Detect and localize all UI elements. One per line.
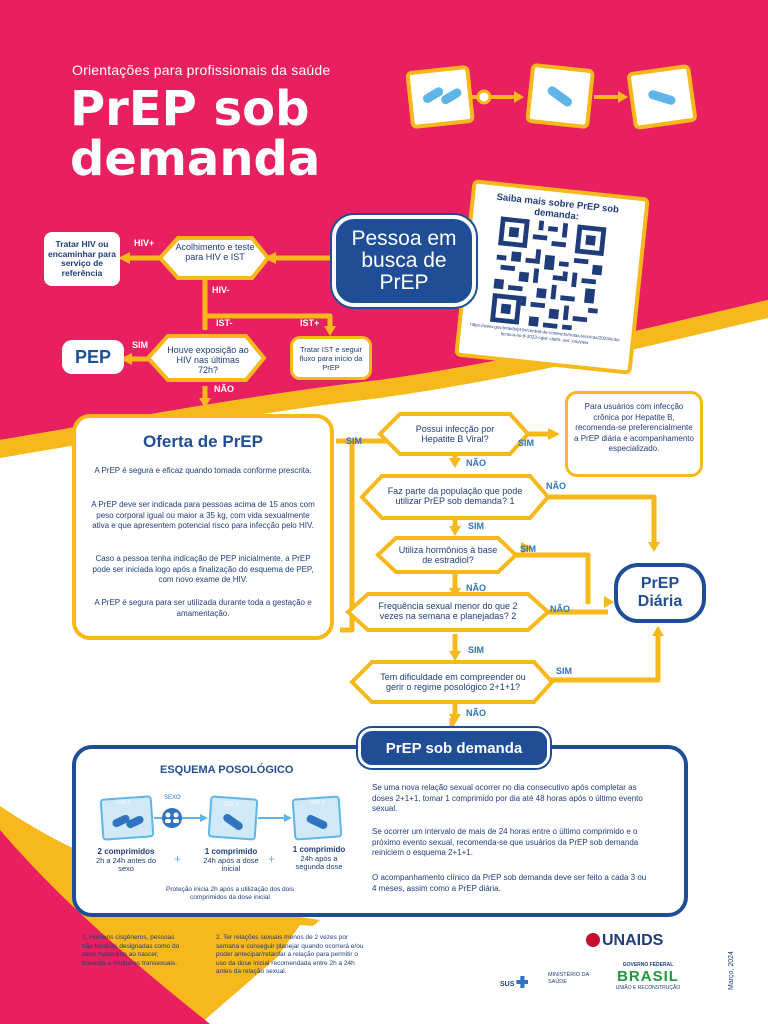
dose-1: 2 comprimidos 2h a 24h antes do sexo [92,847,160,874]
dose-3-amount: 1 comprimido [292,845,346,854]
dose-1-amount: 2 comprimidos [97,847,155,856]
hiv-pos-label: HIV+ [134,238,155,248]
footnote-1: 1. Homens cisgêneros, pessoas não binári… [82,934,180,967]
sus-text: SUS [500,981,515,988]
poster-subtitle: Orientações para profissionais da saúde [72,62,331,78]
gov-bottom: UNIÃO E RECONSTRUÇÃO [615,985,681,991]
footnote-2: 2. Ter relações sexuais menos de 2 vezes… [216,934,364,975]
hiv-neg-label: HIV- [212,285,230,295]
sus-logo: SUS [500,976,529,988]
hepatite-note-box: Para usuários com infecção crônica por H… [565,391,703,477]
ist-neg-label: IST- [216,318,233,328]
pill-card-icon [207,795,259,841]
qr-card[interactable]: Saiba mais sobre PrEP sob demanda: https… [454,179,650,375]
oferta-sim-label: SIM [346,436,363,446]
dificuldade-nao-label: NÃO [466,708,486,718]
unaids-logo: UNAIDS [586,932,663,950]
sus-cross-icon [516,976,529,988]
couple-icon [162,808,182,828]
sob-demanda-title: PrEP sob demanda [358,728,550,768]
pep-box: PEP [62,340,124,374]
dose-2-timing: 24h após a dose inicial [203,855,259,873]
tratar-hiv-box: Tratar HIV ou encaminhar para serviço de… [44,232,120,286]
hepatite-sim-label: SIM [518,438,535,448]
title-line-2: demanda [70,131,321,187]
governo-federal-logo: GOVERNO FEDERAL BRASIL UNIÃO E RECONSTRU… [606,962,690,991]
populacao-decision: Faz parte da população que pode utilizar… [387,486,523,506]
gov-top: GOVERNO FEDERAL [622,962,674,968]
exposicao-decision: Houve exposição ao HIV nas últimas 72h? [167,345,249,375]
pill-card-icon [99,795,155,841]
dose-2: 1 comprimido 24h após a dose inicial [198,847,264,874]
esquema-title: ESQUEMA POSOLÓGICO [160,764,294,776]
frequencia-sim-label: SIM [468,645,485,655]
hormonios-nao-label: NÃO [466,583,486,593]
qr-code-icon[interactable] [488,216,608,333]
dose-3: 1 comprimido 24h após a segunda dose [286,845,352,872]
tratar-ist-box: Tratar IST e seguir fluxo para início da… [290,336,372,380]
pessoa-em-busca-box: Pessoa em busca de PrEP [332,215,476,307]
hepatite-nao-label: NÃO [466,458,486,468]
hormonios-decision: Utiliza hormônios à base de estradiol? [398,545,498,565]
dose-1-timing: 2h a 24h antes do sexo [95,855,157,873]
oferta-prep-box: Oferta de PrEP A PrEP é segura e eficaz … [72,414,334,640]
dificuldade-decision: Tem dificuldade em compreender ou gerir … [380,672,526,692]
sob-paragraph: Se uma nova relação sexual ocorrer no di… [372,783,643,813]
plus-sign: + [174,852,182,866]
unaids-text: UNAIDS [602,932,664,949]
dia2-label: DIA 2 [224,802,239,808]
exposicao-sim-label: SIM [132,340,149,350]
frequencia-decision: Frequência sexual menor do que 2 vezes n… [378,601,518,621]
prep-diaria-box: PrEP Diária [614,563,706,623]
oferta-paragraph: A PrEP deve ser indicada para pessoas ac… [91,500,315,530]
oferta-paragraph: A PrEP é segura e eficaz quando tomada c… [94,466,312,475]
ist-pos-label: IST+ [300,318,320,328]
oferta-paragraph: Caso a pessoa tenha indicação de PEP ini… [92,554,314,584]
populacao-sim-label: SIM [468,521,485,531]
dose-3-timing: 24h após a segunda dose [295,853,343,871]
gov-brasil: BRASIL [617,968,679,985]
dia1-label: DIA 1 [116,800,131,806]
dia3-label: DIA 3 [310,800,325,806]
sexo-label: SEXO [164,795,181,801]
plus-sign: + [268,852,276,866]
poster-title: PrEP sob demanda [70,84,320,184]
dosing-schedule-graphic [99,795,343,841]
pill-card-icon [291,795,343,841]
frequencia-nao-label: NÃO [550,604,570,614]
oferta-paragraph: A PrEP é segura para ser utilizada duran… [94,598,312,618]
sob-paragraph: O acompanhamento clínico da PrEP sob dem… [372,873,647,893]
title-line-1: PrEP sob [70,81,310,137]
unaids-ribbon-icon [586,933,600,947]
acolhimento-decision: Acolhimento e teste para HIV e IST [175,242,255,262]
publication-date: Março, 2024 [728,951,735,990]
ministerio-logo: MINISTÉRIO DA SAÚDE [548,972,589,985]
exposicao-nao-label: NÃO [214,384,234,394]
protecao-note: Proteção inicia 2h após a utilização dos… [166,886,294,901]
hormonios-sim-label: SIM [520,544,537,554]
dose-2-amount: 1 comprimido [204,847,258,856]
sob-paragraph: Se ocorrer um intervalo de mais de 24 ho… [372,827,639,857]
dificuldade-sim-label: SIM [556,666,573,676]
populacao-nao-label: NÃO [546,481,566,491]
oferta-title: Oferta de PrEP [143,432,263,451]
hepatite-decision: Possui infecção por Hepatite B Viral? [415,424,495,444]
sob-demanda-box [72,745,688,917]
